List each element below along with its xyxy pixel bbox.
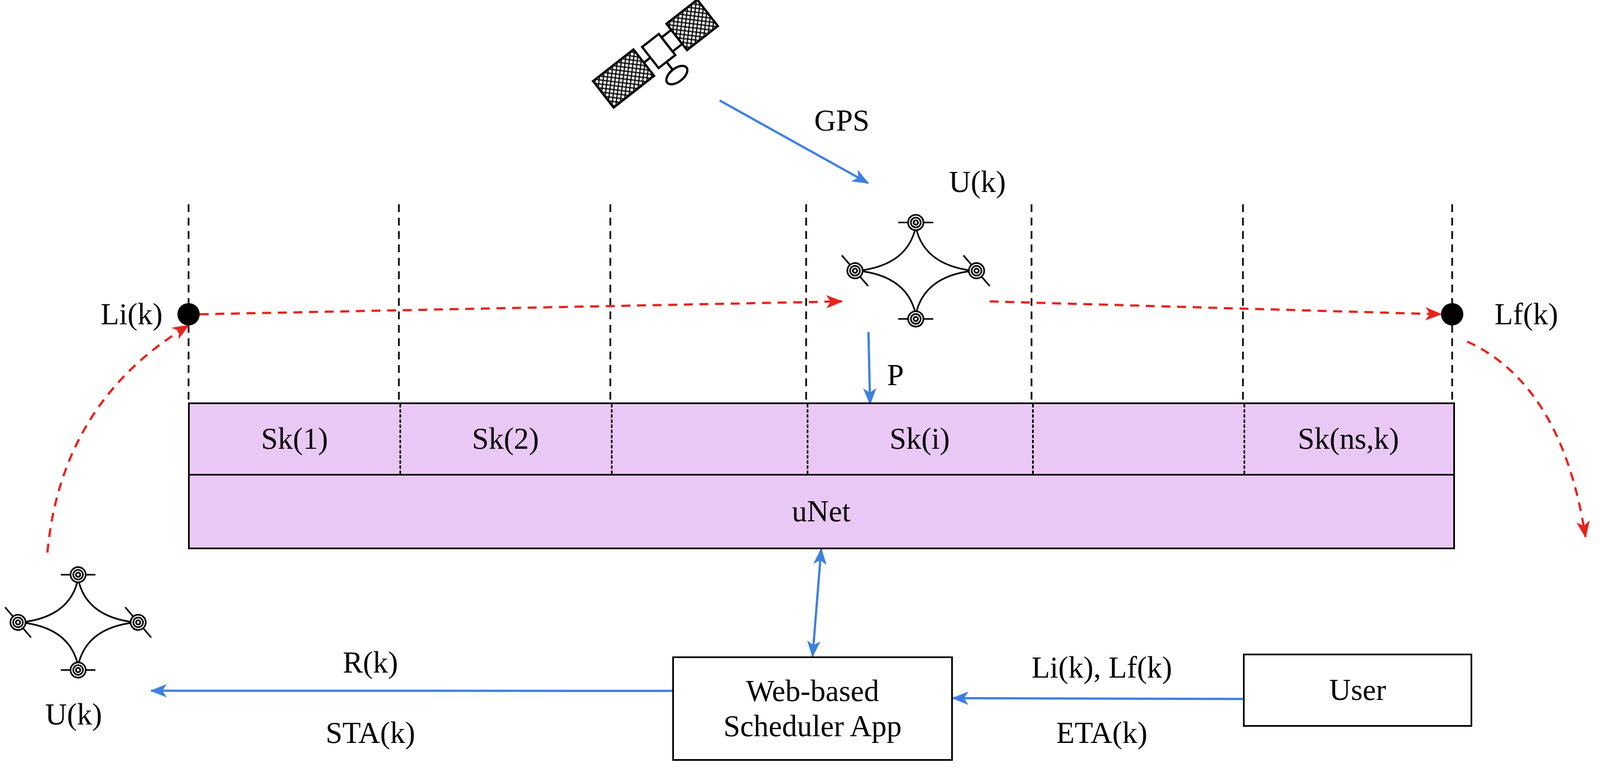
edge-label: P [887,357,904,393]
network-band: uNet Sk(1) Sk(2) Sk(i) Sk(ns,k) [188,402,1455,549]
waypoint-dot: Li(k) [177,302,200,326]
segment-divider [1243,403,1246,474]
segment-label: Sk(i) [889,421,951,456]
data-arrow [151,689,673,692]
drone: U(k) [841,209,990,332]
row-divider [189,473,1454,476]
drone: U(k) [5,552,152,692]
dot-mark [1441,302,1464,326]
segment-label: Sk(2) [471,421,539,456]
data-arrow [868,331,871,404]
drone-icon [841,209,990,332]
segment-label: Sk(ns,k) [1297,421,1400,456]
box-label: User [1329,672,1387,707]
location-label: Lf(k) [1494,296,1559,332]
signal-label: STA(k) [325,715,416,750]
box-label: Web-based Scheduler App [695,673,930,743]
flight-path [199,301,842,315]
waypoint-dot: Lf(k) [1441,302,1464,326]
signal-label: ETA(k) [1056,715,1148,750]
data-arrow [952,697,1243,699]
segment-divider [610,403,613,474]
band-label-area: uNet [189,475,1454,548]
satellite-icon [593,0,731,124]
segment-cell: Sk(1) [189,403,400,474]
dot-mark [177,302,200,326]
drone-label: U(k) [45,696,103,732]
data-arrow [812,548,822,657]
segment-cell: Sk(i) [807,403,1033,474]
edge-label: Li(k), Lf(k) [1031,649,1173,685]
location-label: Li(k) [100,296,163,332]
segment-cell: Sk(2) [400,403,612,474]
flight-path [47,325,189,553]
drone-label: U(k) [948,164,1006,200]
dashed-gridlines [188,204,1453,403]
process-box: Web-based Scheduler App [672,656,953,761]
process-box: User [1242,653,1473,727]
segment-cell: Sk(ns,k) [1244,403,1454,474]
network-label: uNet [792,493,851,529]
drone-icon [5,552,152,692]
segment-divider [806,403,809,474]
exit-path [1467,341,1586,537]
segment-divider [1032,403,1034,474]
segment-label: Sk(1) [261,421,329,456]
signal-label: GPS [813,103,870,138]
segment-divider [399,403,402,474]
edge-label: R(k) [343,644,399,680]
flight-path [989,301,1442,315]
